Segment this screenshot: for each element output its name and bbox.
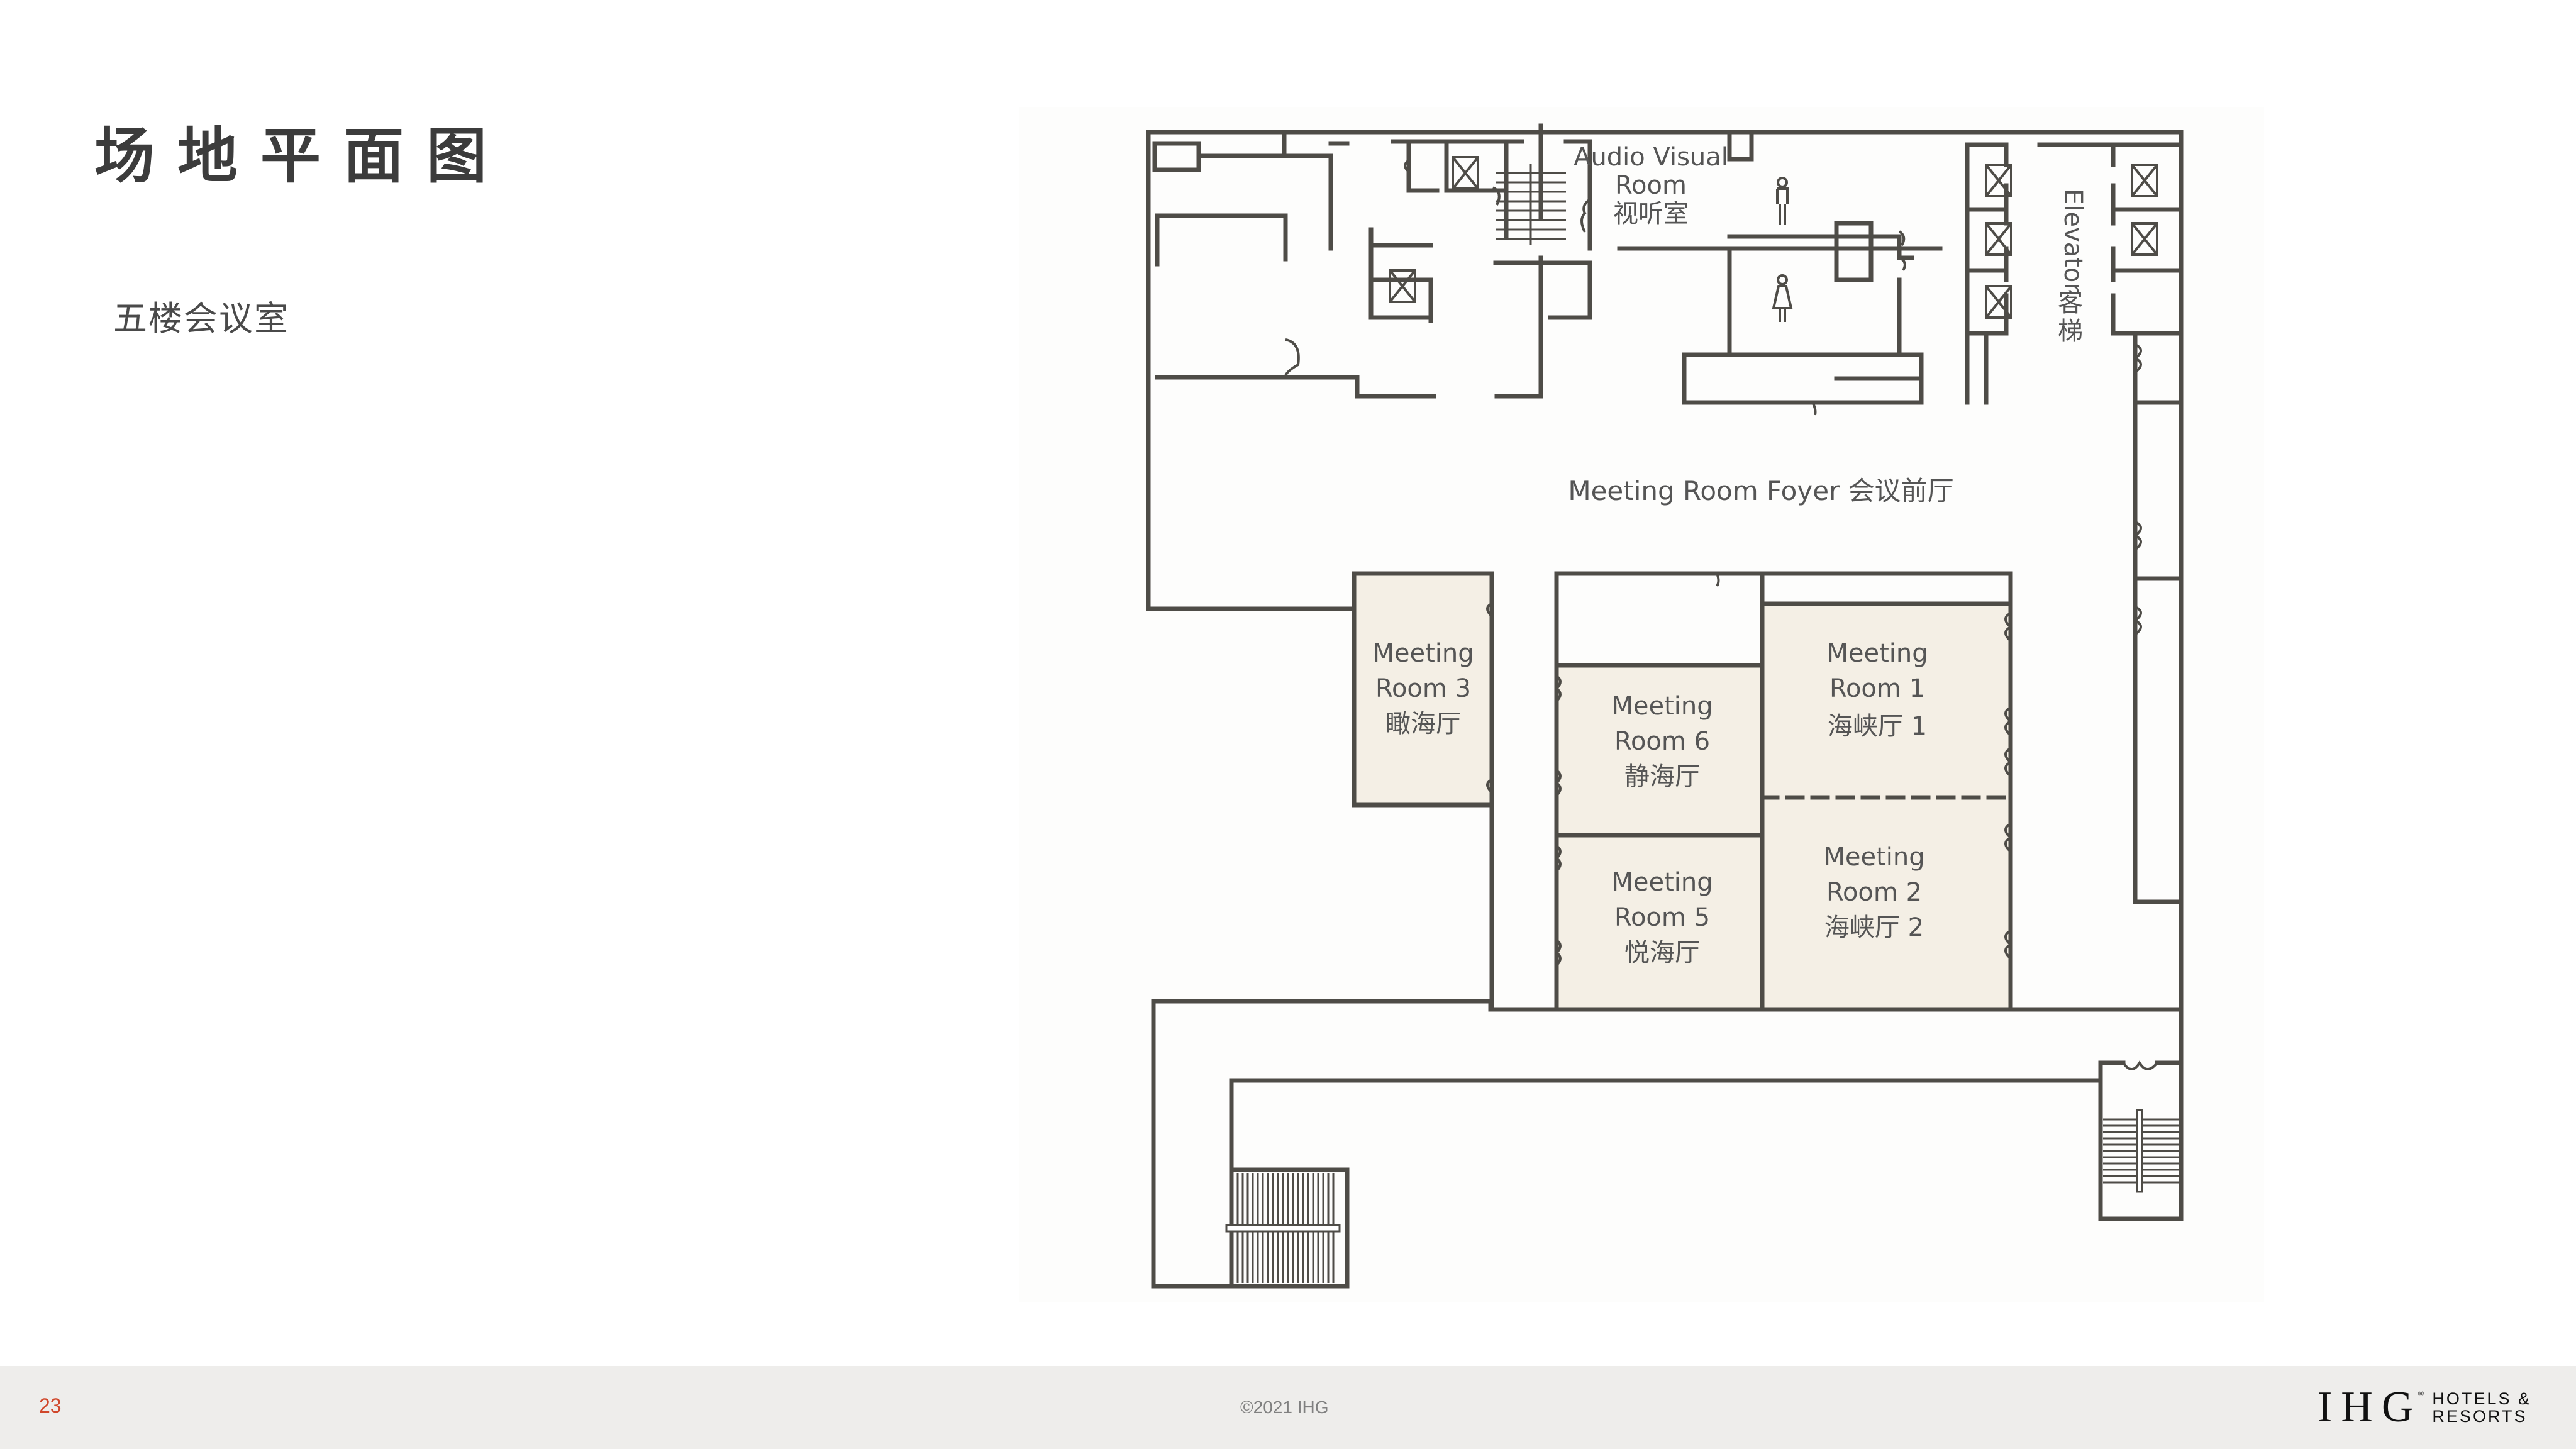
room3-label: Meeting bbox=[1372, 639, 1474, 668]
room6-label: 静海厅 bbox=[1624, 762, 1700, 791]
lower-left-wall bbox=[1151, 999, 1350, 1289]
door-icon bbox=[2133, 343, 2142, 374]
logo-line-1: HOTELS & bbox=[2432, 1389, 2531, 1408]
door-icon bbox=[1492, 186, 1501, 206]
elevator-label: Elevator bbox=[2058, 189, 2087, 293]
door-icon bbox=[2004, 930, 2013, 960]
east-stair-box bbox=[2098, 1060, 2184, 1221]
room5-label: Room 5 bbox=[1614, 903, 1710, 932]
room3-label: 瞰海厅 bbox=[1385, 709, 1461, 738]
elevator-icon bbox=[1985, 285, 2012, 319]
door-icon bbox=[1284, 338, 1300, 377]
elevator-label-zh-1: 客 bbox=[2058, 289, 2083, 318]
copyright-text: ©2021 IHG bbox=[1240, 1397, 1329, 1417]
lower-inner-wall bbox=[1229, 1078, 2103, 1289]
audio-visual-label: Room bbox=[1615, 171, 1687, 200]
door-icon bbox=[1811, 401, 1817, 416]
stairs-icon bbox=[1225, 1173, 1341, 1283]
door-icon bbox=[1716, 573, 1720, 587]
room2-label: 海峡厅 2 bbox=[1824, 913, 1924, 942]
room3-fill bbox=[1354, 574, 1492, 805]
door-icon bbox=[2004, 823, 2013, 853]
elevator-icon bbox=[1985, 164, 2012, 197]
room1-label: Meeting bbox=[1826, 639, 1928, 668]
elevator-icon bbox=[1985, 222, 2012, 256]
outer-wall bbox=[1146, 130, 2184, 1221]
restroom-icons bbox=[1772, 177, 1793, 322]
lower-inner-step bbox=[1229, 1167, 1350, 1289]
audio-visual-label: 视听室 bbox=[1613, 199, 1689, 228]
page-subtitle: 五楼会议室 bbox=[113, 299, 289, 338]
elevator-icons bbox=[1389, 156, 2158, 319]
elevator-icon bbox=[1452, 156, 1479, 190]
logo-mark: IHG bbox=[2318, 1383, 2423, 1431]
room5-fill bbox=[1557, 835, 1762, 1008]
restroom-female-icon bbox=[1772, 274, 1793, 322]
door-icon bbox=[2004, 706, 2013, 736]
room1-label: 海峡厅 1 bbox=[1828, 712, 1927, 741]
room6-label: Room 6 bbox=[1614, 727, 1710, 756]
logo-text: HOTELS & RESORTS bbox=[2432, 1390, 2531, 1425]
logo-line-2: RESORTS bbox=[2432, 1407, 2528, 1426]
room6-label: Meeting bbox=[1611, 692, 1713, 721]
stairs-icons bbox=[1225, 164, 2180, 1283]
room3-label: Room 3 bbox=[1375, 674, 1471, 703]
elevator-icon bbox=[1389, 269, 1416, 303]
door-icon bbox=[1580, 198, 1591, 233]
door-icon bbox=[1554, 939, 1562, 967]
foyer-label: Meeting Room Foyer 会议前厅 bbox=[1568, 475, 1953, 506]
room2-label: Room 2 bbox=[1826, 878, 1922, 907]
audio-visual-label: Audio Visual bbox=[1574, 143, 1728, 172]
door-icons bbox=[1284, 159, 2158, 1070]
ihg-logo: IHG ® HOTELS & RESORTS bbox=[2318, 1383, 2531, 1431]
footer-bar: 23 ©2021 IHG IHG ® HOTELS & RESORTS bbox=[0, 1366, 2576, 1449]
page-number: 23 bbox=[39, 1394, 62, 1417]
stairs-icon bbox=[1496, 164, 1566, 245]
door-icon bbox=[1898, 230, 1906, 271]
room1-2-fill bbox=[1762, 604, 2011, 1008]
elevator-icon bbox=[2131, 222, 2158, 256]
door-icon bbox=[2133, 606, 2142, 636]
elevator-icon bbox=[2131, 164, 2158, 197]
door-icon bbox=[2004, 747, 2013, 777]
door-icon bbox=[1404, 159, 1410, 173]
room5-label: Meeting bbox=[1611, 868, 1713, 897]
stairs-icon bbox=[2103, 1109, 2180, 1193]
door-icon bbox=[2122, 1060, 2158, 1070]
door-icon bbox=[2004, 612, 2013, 642]
room6-fill bbox=[1557, 665, 1762, 835]
door-icon bbox=[1486, 602, 1493, 618]
restroom-male-icon bbox=[1776, 177, 1789, 225]
door-icon bbox=[1486, 779, 1493, 794]
room2-label: Meeting bbox=[1823, 843, 1924, 872]
door-icon bbox=[1554, 769, 1562, 797]
page-title: 场地平面图 bbox=[94, 120, 509, 191]
meeting-room-fills bbox=[1354, 574, 2011, 1008]
room5-label: 悦海厅 bbox=[1624, 938, 1700, 967]
elevator-label-zh-2: 梯 bbox=[2058, 317, 2083, 346]
room1-label: Room 1 bbox=[1829, 674, 1925, 703]
door-icon bbox=[1554, 845, 1562, 872]
door-icon bbox=[1554, 675, 1562, 702]
registered-icon: ® bbox=[2417, 1389, 2425, 1398]
door-icon bbox=[2133, 521, 2142, 551]
